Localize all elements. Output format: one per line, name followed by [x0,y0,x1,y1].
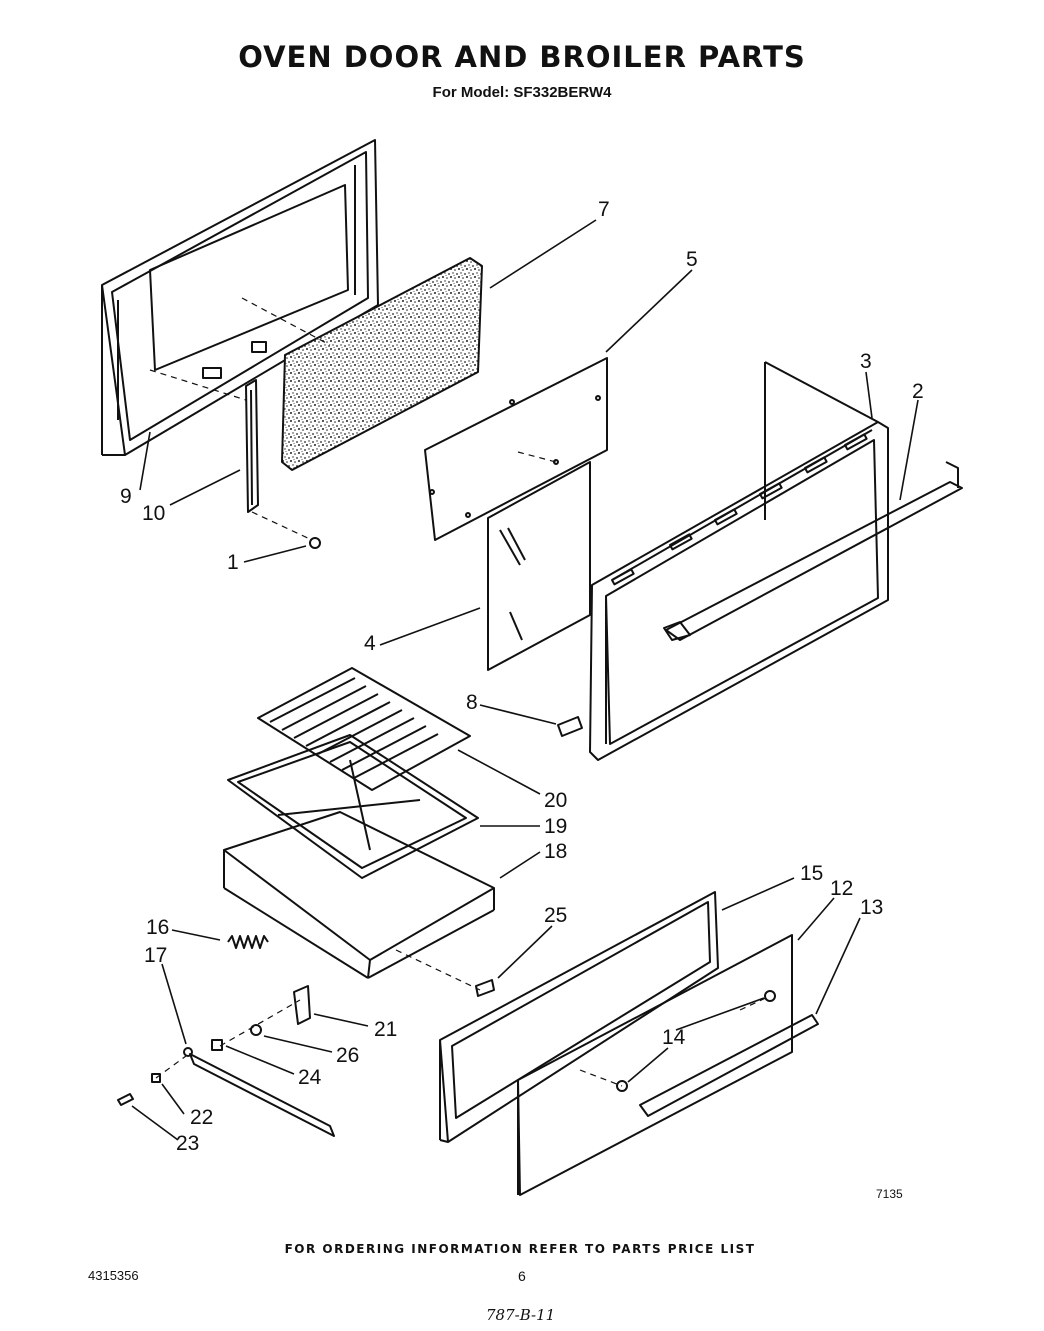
callout-1: 1 [227,551,239,574]
inner-door-panel [101,139,379,456]
callout-23: 23 [176,1132,199,1155]
broiler-door-inner-panel [439,891,719,1143]
spring [227,935,269,949]
document-part-number: 4315356 [88,1268,139,1283]
clip-part-25 [475,979,495,997]
callout-7: 7 [598,198,610,221]
page-number: 6 [518,1268,526,1284]
bumper-lower [616,1080,628,1092]
bracket [293,985,311,1025]
callout-2: 2 [912,380,924,403]
callout-24: 24 [298,1066,322,1089]
outer-door-frame [589,361,889,761]
page-title: OVEN DOOR AND BROILER PARTS [238,40,806,74]
leader-lines [131,219,919,1141]
washer-part-17 [183,1047,193,1057]
broiler-door-trim [639,1014,819,1117]
figure-number: 7135 [876,1187,903,1201]
callout-3: 3 [860,350,872,373]
callout-17: 17 [144,944,167,967]
callout-20: 20 [544,789,567,812]
window-glass [487,461,591,671]
callout-9: 9 [120,485,132,508]
callout-15: 15 [800,862,823,885]
insulation-blanket [281,257,483,471]
callout-19: 19 [544,815,567,838]
callout-21: 21 [374,1018,397,1041]
callout-18: 18 [544,840,567,863]
door-channel [245,379,259,513]
broiler-pan-insert [227,734,479,879]
screw-part-26 [250,1024,262,1036]
callout-13: 13 [860,896,883,919]
hinge-clip [557,716,583,737]
dashed-assembly-lines [149,297,771,1087]
callout-4: 4 [364,632,376,655]
screw-part-23 [117,1093,134,1106]
screw-part-1 [309,537,321,549]
callout-16: 16 [146,916,169,939]
broiler-door-outer-panel [517,934,793,1196]
broiler-pan [223,811,495,979]
callout-8: 8 [466,691,478,714]
callout-12: 12 [830,877,853,900]
ordering-note: FOR ORDERING INFORMATION REFER TO PARTS … [284,1242,756,1256]
nut-part-24 [211,1039,223,1051]
handwritten-note: 787-B-11 [486,1306,556,1324]
model-subtitle: For Model: SF332BERW4 [432,84,612,101]
broiler-grid [257,667,471,791]
callout-25: 25 [544,904,567,927]
broiler-rod [189,1053,335,1137]
callout-5: 5 [686,248,698,271]
callout-26: 26 [336,1044,359,1067]
door-handle [663,461,963,641]
callout-10: 10 [142,502,165,525]
callout-14: 14 [662,1026,686,1049]
door-liner-panel [424,357,608,541]
bumper-upper [764,990,776,1002]
callout-22: 22 [190,1106,213,1129]
nut-part-22 [151,1073,161,1083]
